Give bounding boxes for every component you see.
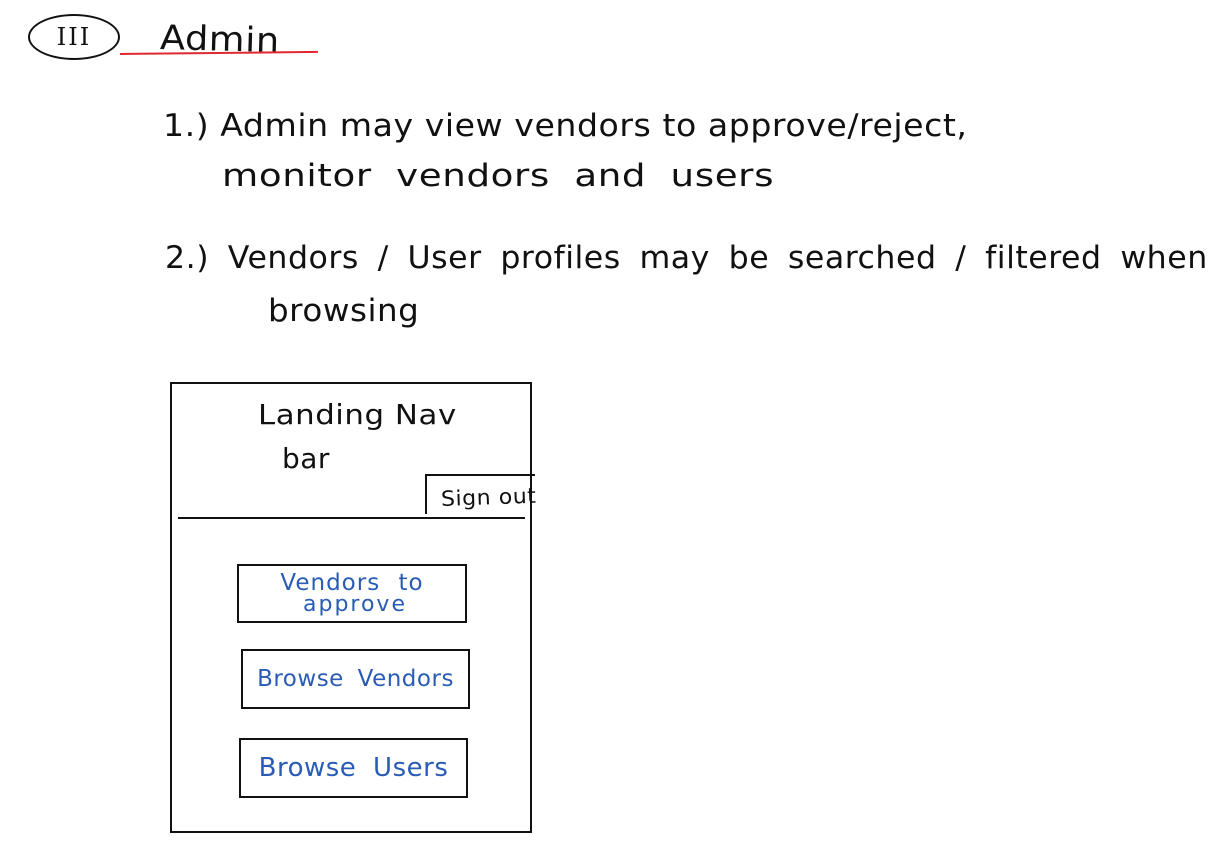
- browse-users-label: Browse Users: [258, 753, 449, 783]
- vendors-to-approve-label-line-2: approve: [303, 591, 407, 617]
- section-title: Admin: [159, 18, 281, 62]
- navbar-label-continued: bar: [282, 442, 330, 475]
- navbar-divider: [178, 517, 525, 519]
- note-2-line-1: 2.) Vendors / User profiles may be searc…: [165, 240, 1208, 276]
- browse-vendors-button[interactable]: Browse Vendors: [241, 649, 470, 709]
- browse-users-button[interactable]: Browse Users: [239, 738, 468, 798]
- note-2-line-2: browsing: [268, 293, 420, 329]
- navbar-label: Landing Nav: [258, 398, 457, 431]
- section-number-badge: III: [28, 14, 120, 60]
- signout-button-frame: [425, 474, 535, 514]
- section-numeral-text: III: [56, 23, 92, 51]
- note-1-line-2: monitor vendors and users: [222, 158, 775, 194]
- admin-landing-wireframe: [170, 382, 532, 833]
- browse-vendors-label: Browse Vendors: [257, 666, 454, 692]
- signout-button[interactable]: Sign out: [440, 483, 537, 511]
- vendors-to-approve-button[interactable]: Vendors to approve: [237, 564, 467, 623]
- note-1-line-1: 1.) Admin may view vendors to approve/re…: [163, 108, 968, 144]
- vendors-to-approve-label-line-1: Vendors to: [280, 569, 424, 596]
